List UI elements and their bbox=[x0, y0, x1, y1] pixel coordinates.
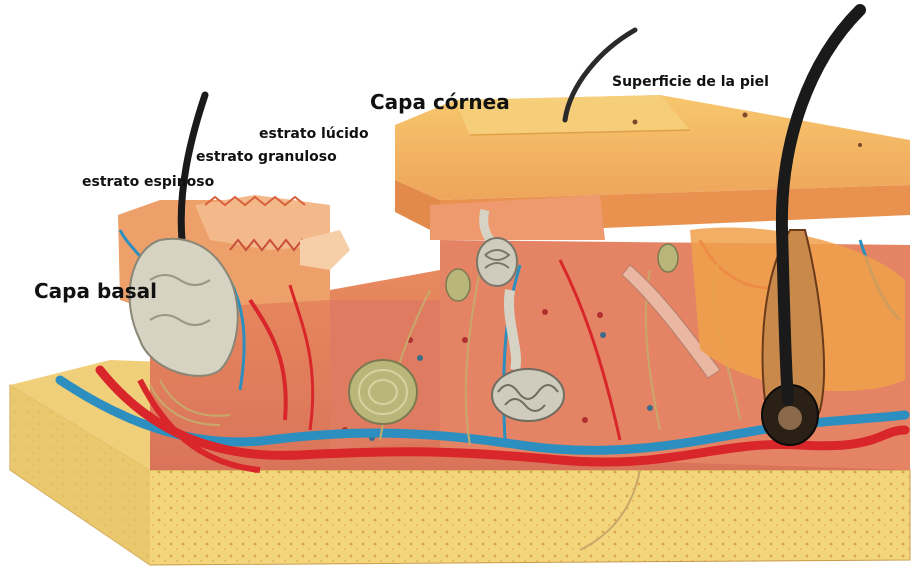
label-capa-basal: Capa basal bbox=[34, 281, 157, 301]
label-capa-cornea: Capa córnea bbox=[370, 92, 510, 112]
label-estrato-granuloso: estrato granuloso bbox=[196, 150, 337, 164]
label-estrato-lucido: estrato lúcido bbox=[259, 127, 369, 141]
label-superficie-piel: Superficie de la piel bbox=[612, 75, 769, 89]
label-estrato-espinoso: estrato espinoso bbox=[82, 175, 214, 189]
stratum-corneum-layer bbox=[395, 95, 910, 240]
